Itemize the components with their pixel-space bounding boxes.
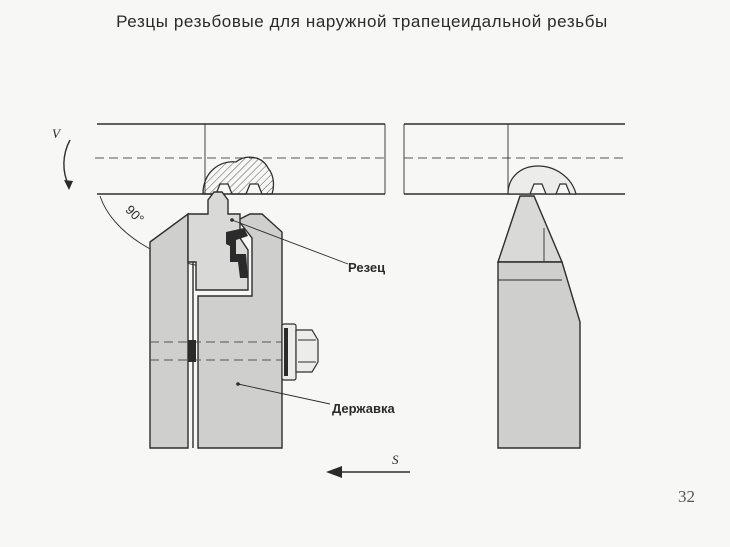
cutter-leader — [231, 219, 349, 265]
cutter-label: Резец — [348, 260, 385, 275]
holder-right-body — [197, 213, 283, 449]
feed-symbol: S — [392, 452, 399, 467]
rotation-symbol: V — [52, 126, 62, 141]
left-view: V 90° Резец Державка — [52, 123, 396, 449]
rotation-arrowhead — [64, 180, 73, 190]
thread-profile-right — [507, 165, 577, 195]
angle-label: 90° — [123, 202, 148, 227]
holder-left-body — [149, 212, 189, 449]
clamp-key — [188, 340, 196, 362]
workpiece-left — [95, 123, 386, 195]
right-view — [403, 123, 625, 449]
angle-arc — [99, 195, 215, 269]
thread-section — [202, 156, 275, 195]
cutter-side-view — [497, 195, 564, 263]
cutter-left — [187, 191, 249, 291]
holder-label: Державка — [332, 401, 396, 416]
page-number: 32 — [678, 487, 695, 506]
feed-arrow: S — [326, 452, 410, 478]
rotation-arrow — [63, 139, 71, 187]
cutter-clamp-slot — [226, 228, 248, 278]
holder-side-view — [497, 261, 581, 449]
slide-title: Резцы резьбовые для наружной трапецеидал… — [116, 12, 608, 31]
bolt — [281, 323, 319, 381]
holder-leader — [237, 383, 331, 405]
